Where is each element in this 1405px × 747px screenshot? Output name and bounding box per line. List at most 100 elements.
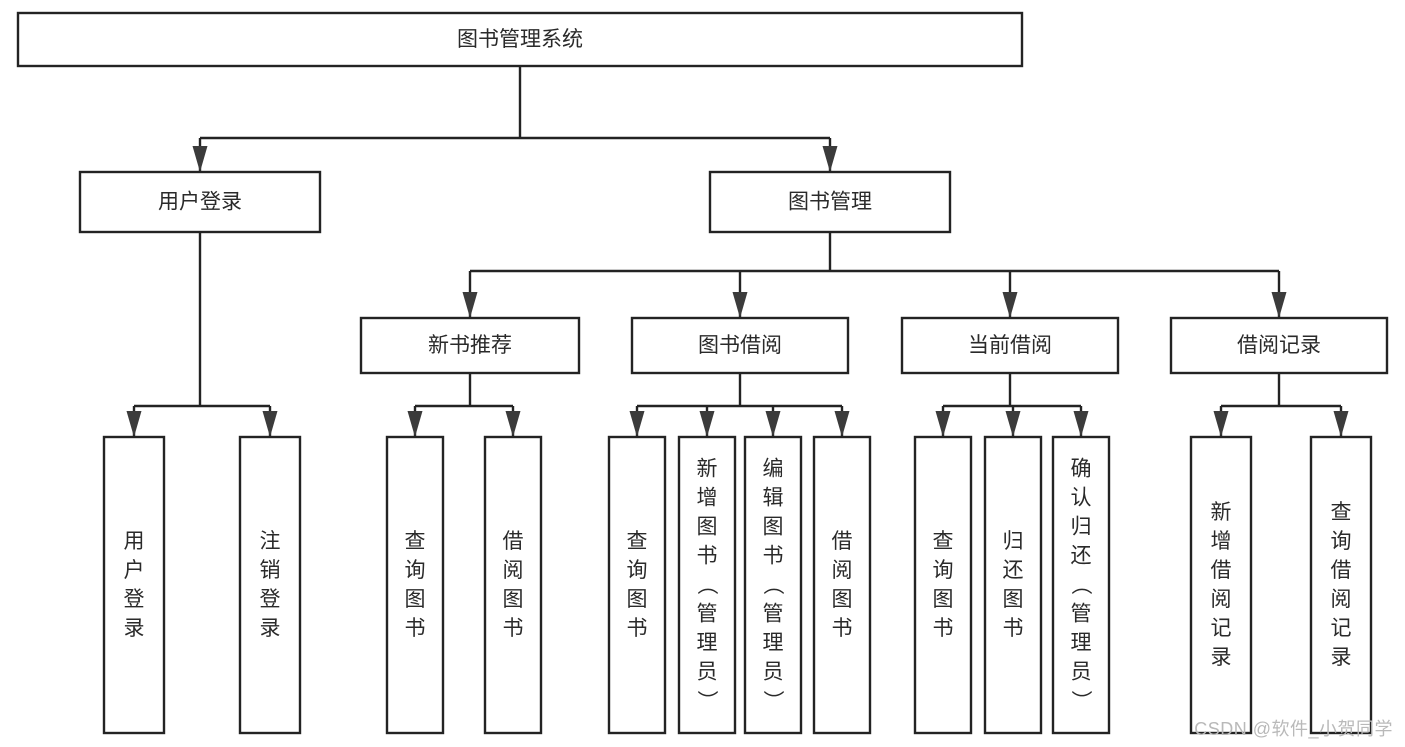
node-box[interactable]	[607, 435, 667, 735]
node-label-char: 归	[1003, 530, 1024, 553]
node-label: 借阅记录	[1237, 334, 1321, 357]
node-leaf-user-login[interactable]: 用户登录	[102, 435, 166, 735]
arrow-head	[834, 411, 850, 437]
node-label: 图书借阅	[698, 334, 782, 357]
node-label-char: 增	[697, 487, 718, 510]
node-label-char: 询	[405, 559, 426, 582]
node-root[interactable]: 图书管理系统	[16, 11, 1024, 68]
node-label-char: 编	[763, 458, 784, 481]
arrow-head	[262, 411, 278, 437]
node-label-char: 理	[1071, 632, 1092, 655]
arrow-head	[732, 292, 748, 318]
node-label-char: 书	[405, 617, 426, 640]
node-book-manage[interactable]: 图书管理	[708, 170, 952, 234]
node-box[interactable]	[812, 435, 872, 735]
node-label-char: 阅	[503, 559, 524, 582]
node-label-char: 还	[1003, 559, 1024, 582]
node-label-char: 书	[933, 617, 954, 640]
node-label-char: 理	[697, 632, 718, 655]
node-box[interactable]	[1309, 435, 1373, 735]
arrow-head	[1271, 292, 1287, 318]
arrow-head	[935, 411, 951, 437]
node-box[interactable]	[483, 435, 543, 735]
node-label-char: ）	[695, 690, 718, 711]
arrow-head	[505, 411, 521, 437]
node-new-book-recommend[interactable]: 新书推荐	[359, 316, 581, 375]
node-label-char: 辑	[763, 487, 784, 510]
node-label-char: 阅	[1331, 588, 1352, 611]
node-box[interactable]	[743, 435, 803, 735]
arrow-head	[822, 146, 838, 172]
node-label-char: 图	[627, 588, 648, 611]
node-box[interactable]	[900, 316, 1120, 375]
node-label-char: 阅	[1211, 588, 1232, 611]
node-box[interactable]	[708, 170, 952, 234]
node-label-char: 图	[763, 516, 784, 539]
node-label-char: 增	[1211, 530, 1232, 553]
node-label-char: 销	[260, 559, 281, 582]
node-box[interactable]	[1051, 435, 1111, 735]
node-borrow-record[interactable]: 借阅记录	[1169, 316, 1389, 375]
node-label-char: 记	[1211, 617, 1232, 640]
node-label-char: 注	[260, 530, 281, 553]
node-label-char: 图	[503, 588, 524, 611]
node-box[interactable]	[16, 11, 1024, 68]
node-label-char: （	[695, 574, 718, 595]
node-label-char: 借	[832, 530, 853, 553]
node-user-login[interactable]: 用户登录	[78, 170, 322, 234]
node-box[interactable]	[238, 435, 302, 735]
node-label-char: 阅	[832, 559, 853, 582]
node-label-char: 图	[1003, 588, 1024, 611]
arrow-head	[407, 411, 423, 437]
arrow-head	[1073, 411, 1089, 437]
node-box[interactable]	[630, 316, 850, 375]
node-box[interactable]	[102, 435, 166, 735]
node-box[interactable]	[385, 435, 445, 735]
node-label-char: 录	[124, 617, 145, 640]
node-box[interactable]	[677, 435, 737, 735]
arrow-head	[1333, 411, 1349, 437]
node-label-char: 图	[697, 516, 718, 539]
node-box[interactable]	[1189, 435, 1253, 735]
node-label-char: 理	[763, 632, 784, 655]
node-label-char: 询	[627, 559, 648, 582]
node-book-borrow[interactable]: 图书借阅	[630, 316, 850, 375]
node-current-borrow[interactable]: 当前借阅	[900, 316, 1120, 375]
node-label-char: 借	[1331, 559, 1352, 582]
node-label-char: 员	[697, 661, 718, 684]
node-layer: 图书管理系统用户登录图书管理新书推荐图书借阅当前借阅借阅记录用户登录注销登录查询…	[16, 11, 1389, 735]
node-label-char: 图	[832, 588, 853, 611]
node-box[interactable]	[359, 316, 581, 375]
node-box[interactable]	[78, 170, 322, 234]
node-label-char: 录	[1211, 646, 1232, 669]
node-label-char: 书	[1003, 617, 1024, 640]
node-label-char: 记	[1331, 617, 1352, 640]
node-box[interactable]	[1169, 316, 1389, 375]
node-label-char: 书	[832, 617, 853, 640]
arrow-head	[699, 411, 715, 437]
node-box[interactable]	[913, 435, 973, 735]
node-label-char: 借	[503, 530, 524, 553]
arrow-head	[1005, 411, 1021, 437]
node-label-char: 书	[627, 617, 648, 640]
node-label-char: 查	[405, 530, 426, 553]
node-label-char: 管	[697, 603, 718, 626]
node-label: 用户登录	[158, 191, 242, 214]
arrow-head	[192, 146, 208, 172]
node-box[interactable]	[983, 435, 1043, 735]
node-label-char: 查	[1331, 501, 1352, 524]
arrow-head	[629, 411, 645, 437]
